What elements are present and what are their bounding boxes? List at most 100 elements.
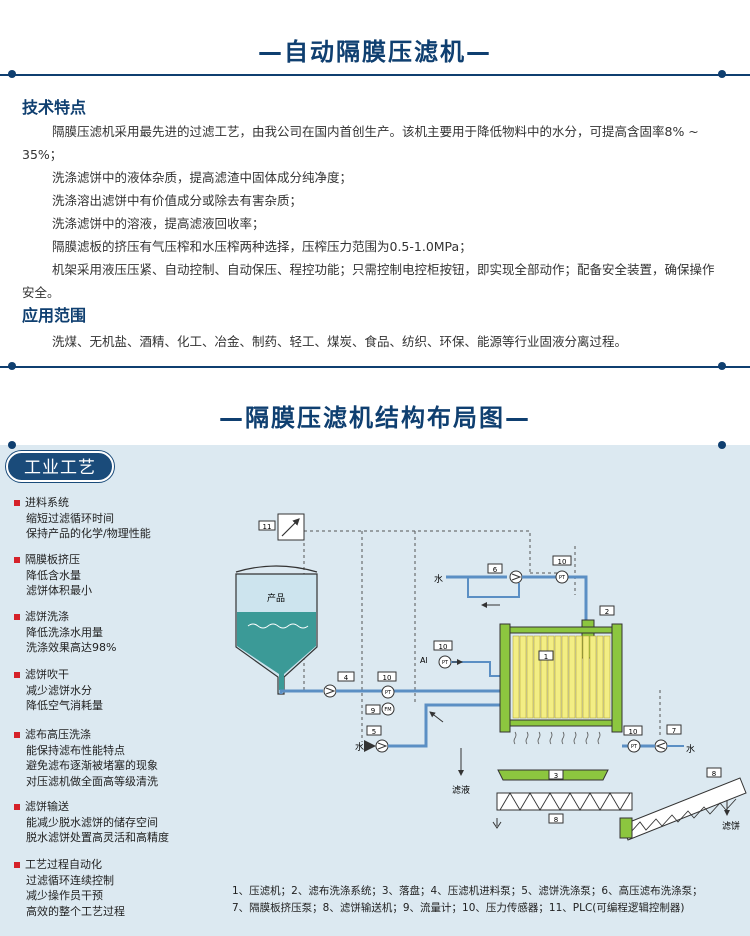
filter-press [499, 623, 623, 733]
feature-group: 滤饼洗涤 降低洗涤水用量 洗涤效果高达98% [14, 609, 116, 656]
hp-pt-text: PT [559, 575, 566, 581]
feature-title: 滤饼吹干 [14, 667, 103, 683]
conveyor-hopper [619, 817, 633, 839]
tech-para: 隔膜压滤机采用最先进的过滤工艺，由我公司在国内首创生产。该机主要用于降低物料中的… [22, 124, 699, 162]
tech-heading: 技术特点 [22, 98, 87, 117]
bullet-icon [14, 672, 20, 678]
feature-line: 降低洗涤水用量 [26, 625, 103, 639]
tech-body: 隔膜压滤机采用最先进的过滤工艺，由我公司在国内首创生产。该机主要用于降低物料中的… [22, 120, 722, 304]
app-heading: 应用范围 [22, 306, 87, 325]
feature-line: 降低含水量 [26, 568, 81, 582]
label-3: 3 [554, 772, 558, 780]
label-box [377, 671, 397, 682]
feature-line: 避免滤布逐渐被堵塞的现象 [26, 759, 158, 772]
feature-group: 滤饼输送 能减少脱水滤饼的储存空间 脱水滤饼处置高灵活和高精度 [14, 799, 169, 846]
feature-line: 能减少脱水滤饼的储存空间 [26, 815, 158, 829]
label-box [552, 555, 572, 566]
label-box [258, 520, 276, 531]
page-title: —自动隔膜压滤机— [258, 38, 492, 66]
bullet-icon [14, 862, 20, 868]
feature-line: 降低空气消耗量 [26, 699, 103, 712]
feature-title: 滤饼输送 [14, 799, 169, 815]
bullet-icon [14, 557, 20, 563]
label-box [548, 813, 564, 824]
label-box [337, 671, 355, 682]
label-8a: 8 [554, 816, 558, 824]
air-label: Al [420, 656, 428, 665]
feed-pipe [279, 689, 323, 694]
outlet-icon [492, 818, 502, 829]
feature-line: 滤饼体积最小 [26, 584, 92, 597]
tech-para: 洗涤滤饼中的溶液，提高滤液回收率； [52, 216, 265, 231]
water-label-top: 水 [434, 573, 443, 585]
app-text: 洗煤、无机盐、酒精、化工、冶金、制药、轻工、煤炭、食品、纺织、环保、能源等行业固… [52, 334, 628, 349]
feature-group: 工艺过程自动化 过滤循环连续控制 减少操作员干预 高效的整个工艺过程 [14, 857, 125, 919]
feature-line: 能保持滤布性能特点 [26, 743, 125, 757]
label-box [366, 725, 382, 736]
feature-group: 进料系统 缩短过滤循环时间 保持产品的化学/物理性能 [14, 495, 151, 542]
label-10: 10 [383, 674, 392, 682]
feature-line: 脱水滤饼处置高灵活和高精度 [26, 831, 169, 844]
rule-dot-left [8, 362, 16, 370]
squeeze-pt-text: PT [631, 744, 638, 750]
screw-flight [499, 792, 631, 811]
tank-liquid [237, 612, 316, 690]
label-6: 6 [493, 566, 498, 574]
plc-arrow-icon [281, 518, 300, 537]
feature-line: 洗涤效果高达98% [26, 641, 117, 654]
feature-title: 工艺过程自动化 [14, 857, 125, 873]
fm-text: FM [384, 707, 391, 713]
pt-gauge [381, 685, 395, 699]
tank-top [235, 565, 318, 573]
label-1: 1 [544, 653, 548, 661]
pt-text: PT [385, 690, 392, 696]
bullet-icon [14, 804, 20, 810]
header-rule [0, 74, 750, 76]
flow-arrow-icon [429, 711, 444, 723]
feature-line: 缩短过滤循环时间 [26, 511, 114, 525]
label-7: 7 [672, 727, 676, 735]
rule-dot-left [8, 70, 16, 78]
feature-line: 对压滤机做全面高等级清洗 [26, 774, 158, 788]
squeeze-pump [654, 739, 668, 753]
filtrate-label: 滤液 [452, 784, 470, 796]
label-8b: 8 [712, 770, 716, 778]
hp-bypass [467, 577, 520, 598]
wash-line [388, 703, 500, 748]
label-box [538, 650, 554, 661]
hp-line [522, 575, 588, 620]
tech-para: 洗涤滤饼中的液体杂质，提高滤渣中固体成分纯净度； [52, 170, 353, 185]
label-9: 9 [371, 707, 375, 715]
label-box [487, 563, 503, 574]
tech-para: 隔膜滤板的挤压有气压榨和水压榨两种选择，压榨压力范围为0.5-1.0MPa； [52, 239, 472, 254]
feature-line: 减少滤饼水分 [26, 683, 92, 697]
water-label-left: 水 [355, 741, 364, 753]
legend-line: 1、压滤机；2、滤布洗涤系统；3、落盘；4、压滤机进料泵；5、滤饼洗涤泵；6、高… [232, 885, 703, 897]
filter-plates [512, 635, 611, 719]
screw-flight-incline [629, 798, 737, 834]
section-rule [0, 366, 750, 368]
feature-group: 隔膜板挤压 降低含水量 滤饼体积最小 [14, 552, 92, 599]
cake-label: 滤饼 [722, 820, 740, 832]
feature-line: 保持产品的化学/物理性能 [26, 527, 151, 540]
wash-pump [375, 739, 389, 753]
panel-dot-right [718, 441, 726, 449]
feature-group: 滤饼吹干 减少滤饼水分 降低空气消耗量 [14, 667, 103, 714]
app-body: 洗煤、无机盐、酒精、化工、冶金、制药、轻工、煤炭、食品、纺织、环保、能源等行业固… [22, 330, 722, 353]
diagram-legend: 1、压滤机；2、滤布洗涤系统；3、落盘；4、压滤机进料泵；5、滤饼洗涤泵；6、高… [232, 883, 747, 917]
feature-title: 隔膜板挤压 [14, 552, 92, 568]
label-box [365, 704, 381, 715]
bullet-icon [14, 614, 20, 620]
feed-pump [323, 684, 337, 698]
label-box [599, 605, 615, 616]
hp-wash-pump [509, 570, 523, 584]
tech-para: 机架采用液压压紧、自动控制、自动保压、程控功能；只需控制电控柜按钮，即实现全部动… [22, 262, 715, 300]
label-2: 2 [605, 608, 609, 616]
label-box [706, 767, 722, 778]
process-pill: 工业工艺 [6, 451, 114, 482]
feature-group: 滤布高压洗涤 能保持滤布性能特点 避免滤布逐渐被堵塞的现象 对压滤机做全面高等级… [14, 727, 158, 789]
feature-title: 滤布高压洗涤 [14, 727, 158, 743]
label-box [666, 724, 682, 735]
feature-title: 进料系统 [14, 495, 151, 511]
